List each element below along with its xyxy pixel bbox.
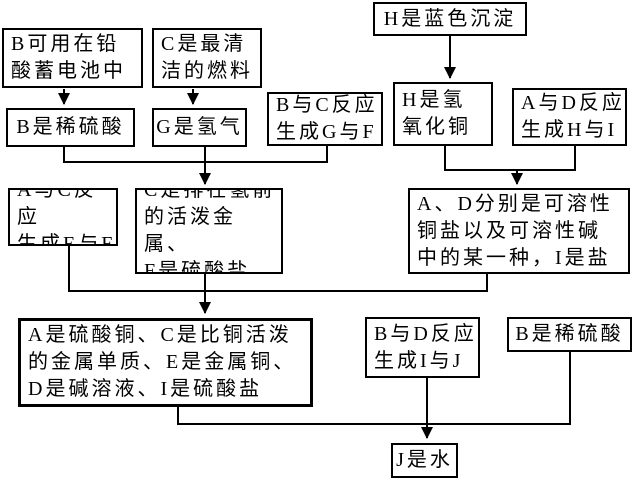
node-ac-reaction: A与C反应 生成E与F	[8, 188, 118, 246]
node-ad-soluble: A、D分别是可溶性 铜盐以及可溶性碱 中的某一种，I是盐	[408, 188, 630, 274]
node-h-copper-hydroxide: H是氢 氧化铜	[393, 82, 493, 146]
node-b-dilute-acid-top: B是稀硫酸	[6, 108, 135, 147]
node-b-battery: B可用在铅 酸蓄电池中	[2, 28, 143, 88]
node-h-blue-precipitate: H是蓝色沉淀	[373, 2, 527, 36]
node-conclusion: A是硫酸铜、C是比铜活泼 的金属单质、E是金属铜、 D是碱溶液、I是硫酸盐	[18, 318, 313, 407]
node-b-dilute-acid-bottom: B是稀硫酸	[507, 317, 632, 352]
node-c-fuel: C是最清 洁的燃料	[152, 28, 262, 88]
node-bd-reaction: B与D反应 生成I与J	[365, 317, 480, 378]
node-g-hydrogen: G是氢气	[152, 108, 247, 147]
node-c-active-metal: C是排在氢前 的活泼金属、 F是硫酸盐	[135, 188, 283, 274]
node-j-water: J是水	[391, 443, 458, 478]
node-bc-reaction: B与C反应 生成G与F	[267, 92, 383, 146]
node-ad-reaction: A与D反应 生成H与I	[512, 88, 627, 146]
